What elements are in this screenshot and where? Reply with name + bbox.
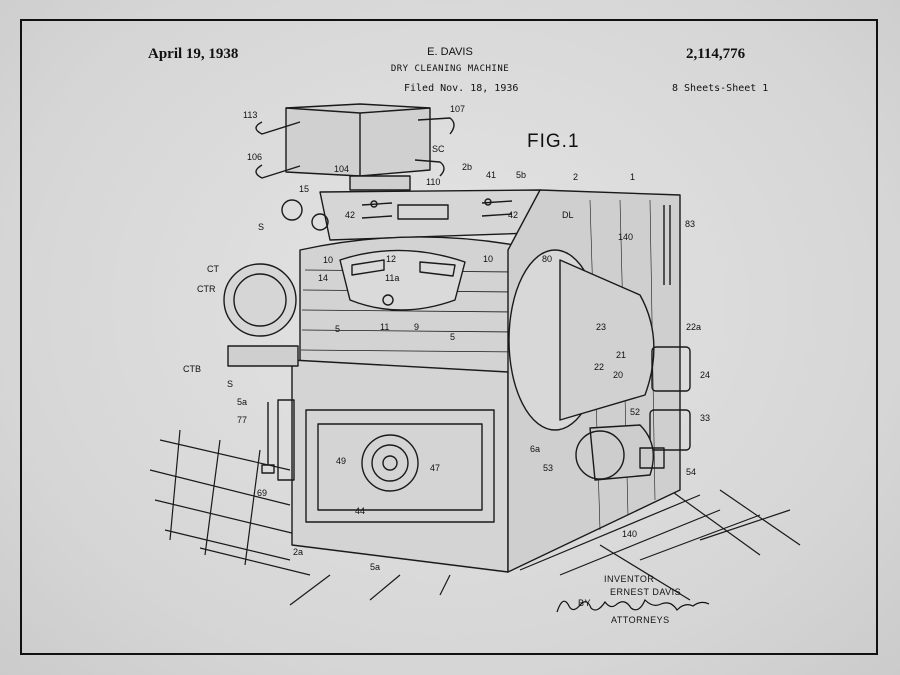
ref-label: 5a	[237, 397, 247, 407]
ref-label: 106	[247, 152, 262, 162]
ref-label: S	[258, 222, 264, 232]
ref-label: 5a	[370, 562, 380, 572]
ref-label: 15	[299, 184, 309, 194]
ref-label: CTR	[197, 284, 216, 294]
ref-label: 10	[483, 254, 493, 264]
ref-label: S	[227, 379, 233, 389]
ref-label: 9	[414, 322, 419, 332]
ref-label: 11	[380, 322, 389, 332]
ref-label: 5b	[516, 170, 526, 180]
ref-label: 21	[616, 350, 626, 360]
ref-label: 140	[622, 529, 637, 539]
ref-label: 140	[618, 232, 633, 242]
ref-label: 10	[323, 255, 333, 265]
ref-label: 107	[450, 104, 465, 114]
ref-label: 1	[630, 172, 635, 182]
ref-label: 14	[318, 273, 328, 283]
ref-label: 49	[336, 456, 346, 466]
ref-label: 5	[335, 324, 340, 334]
ref-label: 5	[450, 332, 455, 342]
ref-label: 2	[573, 172, 578, 182]
ref-label: 22	[594, 362, 604, 372]
ref-label: 42	[508, 210, 518, 220]
ref-label: 42	[345, 210, 355, 220]
ref-label: 104	[334, 164, 349, 174]
ref-label: CT	[207, 264, 219, 274]
ref-label: 24	[700, 370, 710, 380]
ref-label: 69	[257, 488, 267, 498]
ref-label: 77	[237, 415, 247, 425]
ref-label: SC	[432, 144, 445, 154]
ref-label: 47	[430, 463, 440, 473]
ref-label: 54	[686, 467, 696, 477]
ref-label: 41	[486, 170, 496, 180]
ref-label: 2a	[293, 547, 303, 557]
lower-cabinet	[292, 360, 508, 572]
ref-label: 80	[542, 254, 552, 264]
ref-label: 20	[613, 370, 623, 380]
ref-label: 83	[685, 219, 695, 229]
ref-label: 44	[355, 506, 365, 516]
attorneys-label: ATTORNEYS	[611, 615, 670, 625]
top-tank	[256, 104, 454, 190]
ref-label: DL	[562, 210, 574, 220]
ref-label: 52	[630, 407, 640, 417]
ref-label: 2b	[462, 162, 472, 172]
ref-label: 23	[596, 322, 606, 332]
ref-label: 113	[243, 110, 257, 120]
ref-label: 12	[386, 254, 396, 264]
inventor-label: INVENTOR	[604, 574, 654, 584]
ref-label: 53	[543, 463, 553, 473]
ref-label: 6a	[530, 444, 540, 454]
ref-label: CTB	[183, 364, 201, 374]
ref-label: 33	[700, 413, 710, 423]
ref-label: 22a	[686, 322, 701, 332]
ref-label: 11a	[385, 273, 399, 283]
ref-label: 110	[426, 177, 440, 187]
